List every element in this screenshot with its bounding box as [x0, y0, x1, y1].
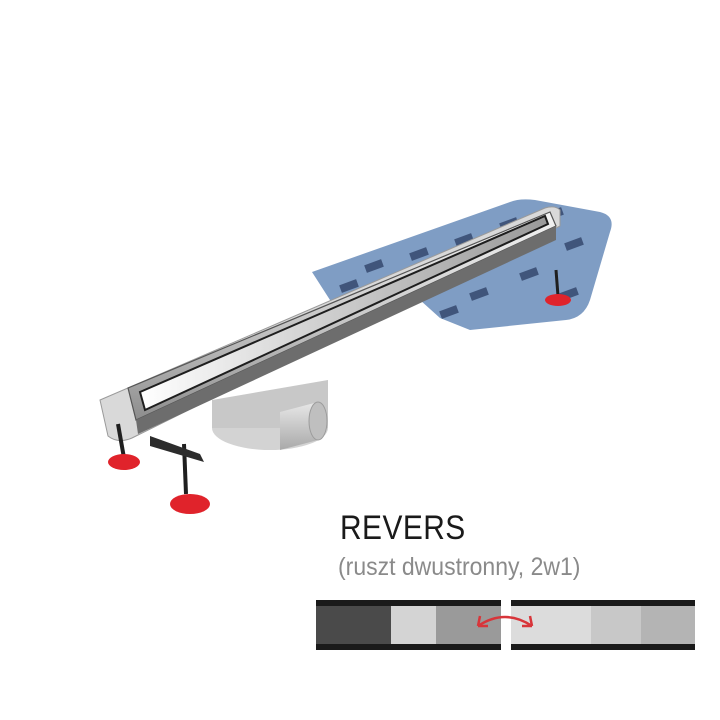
shower-drain-illustration: [99, 199, 612, 514]
adjustable-legs: [116, 269, 560, 495]
grate-side-tile: [316, 600, 501, 650]
product-title: REVERS: [340, 509, 466, 547]
drain-grate: [138, 214, 550, 412]
swap-arrow-icon: [476, 615, 534, 628]
product-subtitle: (ruszt dwustronny, 2w1): [338, 553, 581, 581]
leveling-feet: [108, 294, 571, 514]
siphon-outlet: [212, 380, 328, 450]
grate-side-steel: [511, 600, 695, 650]
